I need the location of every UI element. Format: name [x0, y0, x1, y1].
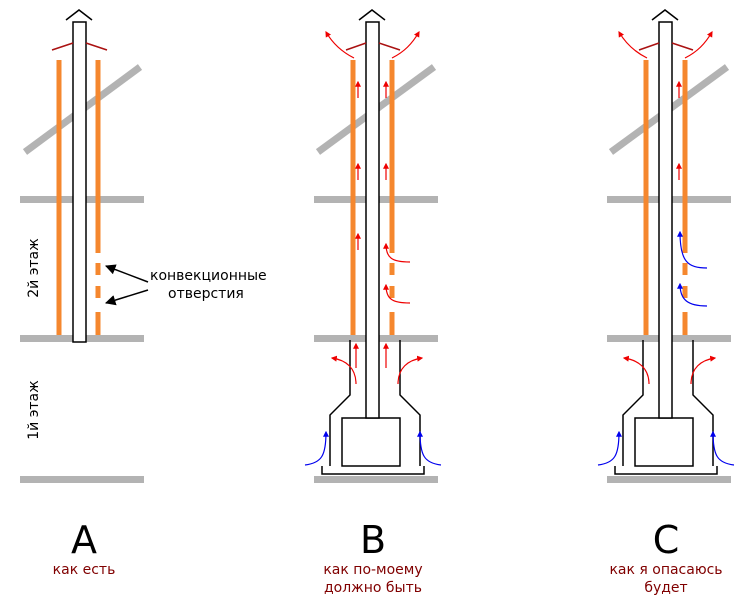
chimney-pipe	[365, 21, 380, 419]
floor-slab	[20, 476, 144, 483]
warm-air-arrow	[618, 30, 648, 59]
warm-air-arrow	[383, 283, 411, 304]
warm-air-arrow	[383, 242, 411, 263]
warm-air-arrow	[391, 30, 420, 59]
pointer-arrow	[104, 289, 149, 306]
flashing	[638, 42, 660, 51]
panel-letter: A	[71, 518, 97, 562]
chimney-cap	[651, 9, 679, 21]
flashing	[51, 42, 74, 51]
cold-air-arrow	[417, 430, 442, 466]
warm-air-arrow	[622, 355, 650, 385]
chimney-cap	[65, 9, 93, 21]
panel-b: B как по-моему должно быть	[304, 9, 442, 596]
floor-slab	[314, 476, 438, 483]
chimney-pipe	[658, 21, 673, 419]
hood-left	[329, 340, 351, 466]
floor-label-first: 1й этаж	[26, 380, 42, 440]
panel-c: C как я опасаюсь будет	[597, 9, 735, 596]
stove-base	[321, 466, 425, 475]
panel-caption: будет	[644, 580, 687, 596]
cold-air-arrow	[710, 430, 735, 466]
flashing	[671, 42, 694, 51]
flashing	[378, 42, 401, 51]
panel-a: конвекционные отверстия 2й этаж 1й этаж …	[20, 9, 267, 578]
chimney-cap	[358, 9, 386, 21]
panel-caption: как есть	[53, 562, 116, 578]
panel-caption: как я опасаюсь	[609, 562, 722, 578]
warm-air-arrow	[330, 355, 357, 385]
cold-air-arrow	[677, 282, 708, 307]
floor-slab	[607, 476, 731, 483]
flashing	[85, 42, 108, 51]
cold-air-arrow	[304, 430, 329, 466]
warm-air-arrow	[690, 355, 717, 385]
annotation-line-1: конвекционные	[150, 268, 267, 284]
stove-firebox	[341, 417, 401, 467]
panel-caption: должно быть	[324, 580, 422, 596]
flashing	[345, 42, 367, 51]
panel-caption: как по-моему	[323, 562, 422, 578]
panel-letter: C	[653, 518, 680, 562]
warm-air-arrow	[325, 30, 355, 59]
annotation-line-2: отверстия	[168, 286, 244, 302]
stove-base	[614, 466, 718, 475]
warm-air-arrow	[684, 30, 713, 59]
warm-air-arrow	[397, 355, 424, 385]
pointer-arrow	[105, 264, 149, 283]
cold-air-arrow	[597, 430, 622, 466]
panel-letter: B	[360, 518, 386, 562]
chimney-pipe	[72, 21, 87, 343]
floor-label-second: 2й этаж	[26, 238, 42, 298]
stove-firebox	[634, 417, 694, 467]
cold-air-arrow	[677, 230, 708, 269]
